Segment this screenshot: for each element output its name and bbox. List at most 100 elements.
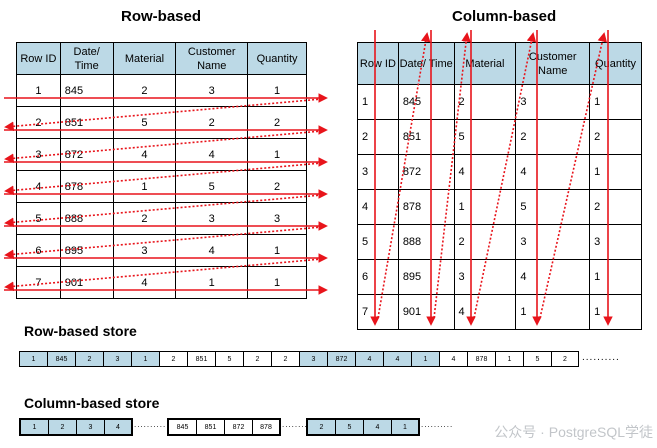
header-cell: Row ID xyxy=(357,42,399,85)
store-cell: 845 xyxy=(169,420,197,434)
column-return-arrow xyxy=(539,32,607,319)
store-cell: 5 xyxy=(215,351,243,367)
store-cell: 4 xyxy=(355,351,383,367)
column-scan-arrows xyxy=(370,30,613,326)
row-return-arrow xyxy=(4,162,323,196)
header-cell: Quantity xyxy=(589,42,642,85)
cell: 1 xyxy=(16,74,61,107)
cell: 4 xyxy=(175,138,249,171)
cell: 4 xyxy=(453,294,517,330)
cell: 4 xyxy=(175,234,249,267)
cell: 3 xyxy=(112,234,177,267)
cell: 1 xyxy=(589,259,642,295)
store-cell: 2 xyxy=(551,351,579,367)
store-cell: 2 xyxy=(271,351,299,367)
cell: 5 xyxy=(175,170,249,203)
cell: 1 xyxy=(175,266,249,299)
store-cell: 1 xyxy=(131,351,159,367)
cell: 2 xyxy=(112,202,177,235)
store-cell: 4 xyxy=(439,351,467,367)
column-return-arrow xyxy=(377,32,431,319)
cell: 901 xyxy=(397,294,455,330)
cell: 5 xyxy=(16,202,61,235)
store-cell: 2 xyxy=(243,351,271,367)
row-store-title: Row-based store xyxy=(24,323,137,339)
cell: 895 xyxy=(59,234,114,267)
cell: 6 xyxy=(357,259,399,295)
store-cell: 878 xyxy=(467,351,495,367)
cell: 1 xyxy=(589,294,642,330)
store-cell: 2 xyxy=(75,351,103,367)
cell: 1 xyxy=(589,154,642,190)
store-cell: 845 xyxy=(47,351,75,367)
column-return-arrow xyxy=(473,32,537,319)
cell: 4 xyxy=(453,154,517,190)
row-scan-arrows xyxy=(4,93,328,295)
store-cell: 3 xyxy=(77,420,105,434)
row-return-arrow xyxy=(4,194,323,228)
header-cell: Date/ Time xyxy=(397,42,455,85)
column-store-ellipsis: .......... xyxy=(134,420,167,429)
store-cell: 5 xyxy=(336,420,364,434)
cell: 3 xyxy=(589,224,642,260)
store-cell: 3 xyxy=(299,351,327,367)
cell: 1 xyxy=(357,84,399,120)
store-cell: 2 xyxy=(159,351,187,367)
column-store-group: 2 5 4 1 xyxy=(306,418,420,436)
cell: 3 xyxy=(175,74,249,107)
cell: 3 xyxy=(453,259,517,295)
store-cell: 1 xyxy=(19,351,47,367)
cell: 7 xyxy=(16,266,61,299)
cell: 2 xyxy=(357,119,399,155)
cell: 1 xyxy=(453,189,517,225)
store-cell: 4 xyxy=(364,420,392,434)
cell: 2 xyxy=(453,84,517,120)
cell: 3 xyxy=(515,84,591,120)
column-store-ellipsis: .......... xyxy=(421,420,454,429)
row-return-arrow xyxy=(4,226,323,260)
cell: 1 xyxy=(247,138,307,171)
row-return-arrow xyxy=(4,130,323,164)
store-cell: 1 xyxy=(21,420,49,434)
store-cell: 872 xyxy=(327,351,355,367)
store-cell: 4 xyxy=(105,420,131,434)
row-return-arrow xyxy=(4,98,323,132)
cell: 845 xyxy=(59,74,114,107)
table-header-row: Row ID Date/ Time Material Customer Name… xyxy=(357,42,642,85)
cell: 1 xyxy=(515,294,591,330)
row-store-ellipsis: .......... xyxy=(582,352,620,363)
cell: 3 xyxy=(357,154,399,190)
cell: 3 xyxy=(247,202,307,235)
row-store-strip: 1 845 2 3 1 2 851 5 2 2 3 872 4 4 1 4 87… xyxy=(19,351,579,367)
cell: 5 xyxy=(112,106,177,139)
header-cell: Date/ Time xyxy=(59,42,114,75)
header-cell: Customer Name xyxy=(515,42,591,85)
store-cell: 2 xyxy=(49,420,77,434)
cell: 4 xyxy=(112,266,177,299)
store-cell: 1 xyxy=(495,351,523,367)
header-cell: Material xyxy=(453,42,517,85)
cell: 1 xyxy=(589,84,642,120)
cell: 2 xyxy=(112,74,177,107)
cell: 851 xyxy=(397,119,455,155)
store-cell: 4 xyxy=(383,351,411,367)
header-cell: Row ID xyxy=(16,42,61,75)
cell: 888 xyxy=(59,202,114,235)
column-store-ellipsis: .......... xyxy=(282,420,315,429)
column-store-group: 1 2 3 4 xyxy=(19,418,133,436)
cell: 2 xyxy=(453,224,517,260)
store-cell: 1 xyxy=(392,420,418,434)
cell: 3 xyxy=(515,224,591,260)
cell: 895 xyxy=(397,259,455,295)
row-based-title: Row-based xyxy=(121,8,202,25)
